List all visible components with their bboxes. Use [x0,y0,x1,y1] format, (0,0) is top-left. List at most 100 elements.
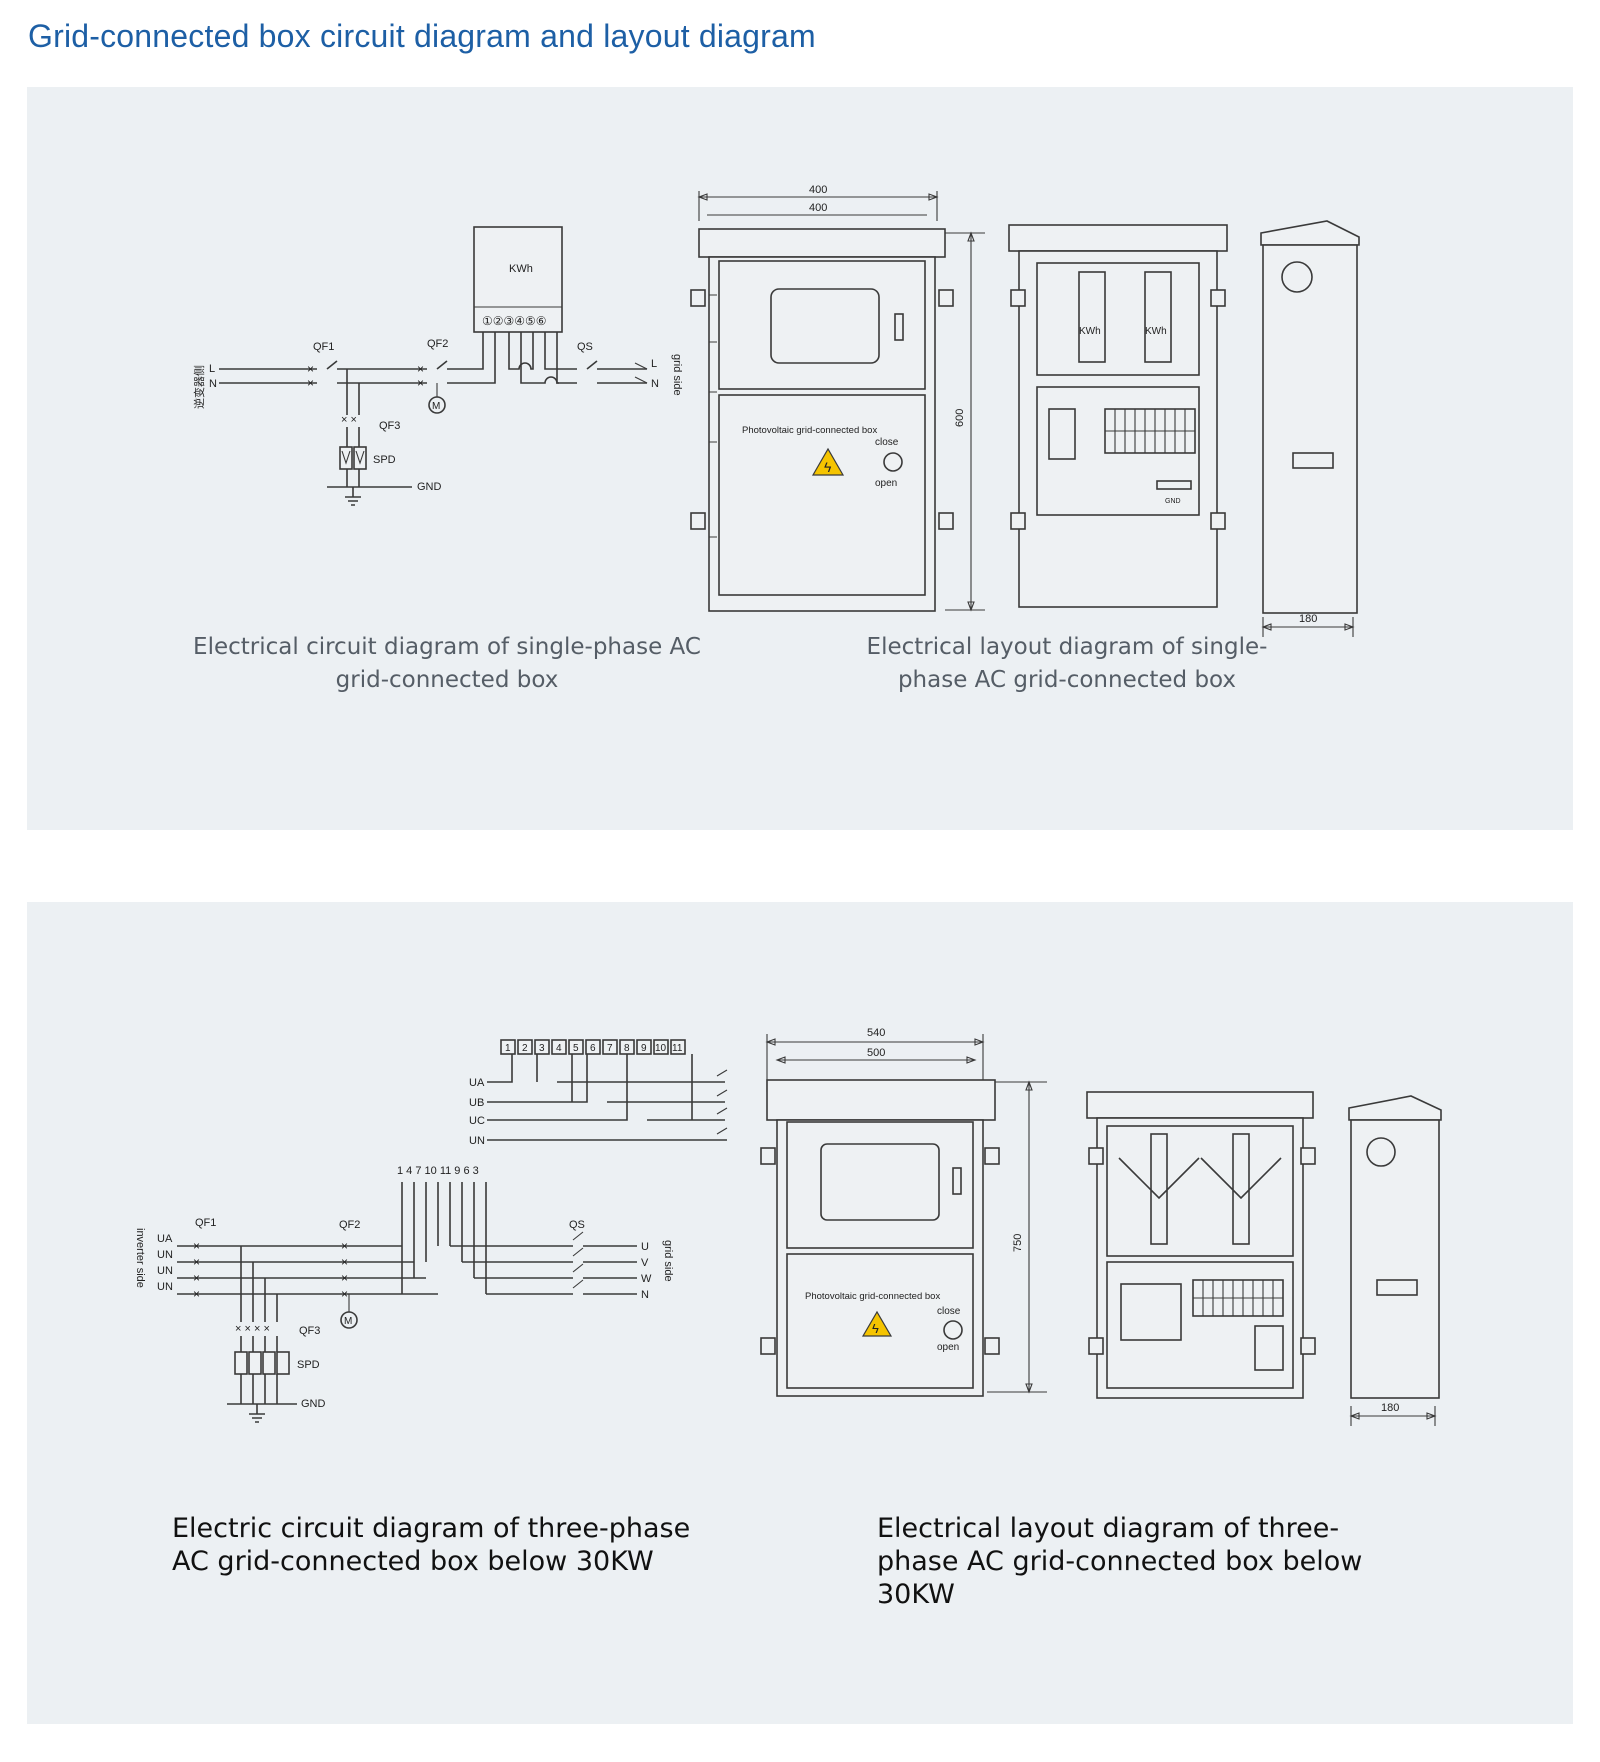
side-body [1262,244,1358,614]
spd-module-2 [353,446,367,470]
svg-text:×: × [417,362,424,376]
spd-label: SPD [373,454,396,466]
page-title: Grid-connected box circuit diagram and l… [28,18,816,54]
motor-icon [340,1311,358,1329]
single-phase-circuit-diagram: KWh ①②③④⑤⑥ 逆变器侧 L N × × × × QF1 QF2 QS L… [192,226,683,506]
side-roof [1260,220,1360,246]
left-line-l: L [209,363,215,375]
meter-1-label: KWh [1079,326,1101,337]
warning-icon [811,447,845,476]
motor-icon [428,396,446,414]
right-line-l: L [651,358,657,370]
spd-module [262,1351,276,1375]
un-label: UN [469,1135,485,1147]
uc-label: UC [469,1115,485,1127]
side-handle [1292,452,1334,469]
terminal-box [636,1039,652,1055]
spd-module-1 [339,446,353,470]
mount-ear [1088,1147,1104,1165]
meter-1 [1150,1133,1168,1245]
inverter-side-label: 逆变器侧 [192,365,206,409]
mount-ear [1210,289,1226,307]
svg-text:×: × [193,1271,200,1285]
qf3-label: QF3 [379,420,400,432]
three-phase-layout-caption: Electrical layout diagram of three-phase… [877,1513,1363,1610]
meter-terminals: ①②③④⑤⑥ [482,314,547,328]
svg-text:×: × [193,1239,200,1253]
svg-text:×: × [417,376,424,390]
height-dim: 750 [1012,1234,1024,1252]
svg-text:ϟ: ϟ [872,1321,879,1336]
terminal-number: 9 [641,1043,647,1054]
mount-ear [984,1337,1000,1355]
left-phase-2: UN [157,1249,173,1261]
inner-width-dim: 400 [809,202,827,214]
terminal-box [602,1039,618,1055]
internal-roof [1086,1091,1314,1119]
inner-width-dim: 500 [867,1047,885,1059]
ua-label: UA [469,1077,485,1089]
single-phase-panel: KWh ①②③④⑤⑥ 逆变器侧 L N × × × × QF1 QF2 QS L… [27,87,1573,830]
terminal-number: 5 [573,1043,579,1054]
meter-window [770,288,880,364]
qf1-label: QF1 [313,341,334,353]
motor-label: M [432,401,440,412]
spd-label: SPD [297,1359,320,1371]
spd-block [1254,1325,1284,1371]
single-phase-layout-caption: Electrical layout diagram of single-phas… [866,634,1268,693]
gnd-label: GND [301,1398,326,1410]
breaker-qf [1048,408,1076,460]
ub-label: UB [469,1097,484,1109]
switch-open-label: open [875,478,897,489]
svg-text:× ×: × × [341,414,357,426]
terminal-box [517,1039,533,1055]
mount-ear [1300,1147,1316,1165]
svg-text:×: × [341,1255,348,1269]
mount-ear [760,1147,776,1165]
terminal-number: 4 [556,1043,562,1054]
qs-label: QS [569,1219,585,1231]
lower-door [718,394,926,596]
terminal-number: 10 [655,1043,667,1054]
svg-text:×: × [307,362,314,376]
svg-text:× × × ×: × × × × [235,1323,270,1335]
svg-text:×: × [307,376,314,390]
right-phase-3: W [641,1273,652,1285]
terminal-number: 6 [590,1043,596,1054]
depth-dim: 180 [1299,613,1317,625]
front-roof [766,1079,996,1121]
meter-2-label: KWh [1145,326,1167,337]
front-roof [698,228,946,258]
terminal-box [568,1039,584,1055]
terminal-number: 8 [624,1043,630,1054]
svg-text:×: × [341,1287,348,1301]
switch-close-label: close [937,1306,961,1317]
motor-label: M [344,1316,352,1327]
right-phase-2: V [641,1257,649,1269]
grid-side-label: grid side [662,1240,674,1282]
side-roof [1348,1095,1442,1121]
door-label: Photovoltaic grid-connected box [805,1291,940,1302]
switch-open-label: open [937,1342,959,1353]
terminal-number: 11 [672,1043,683,1054]
svg-text:×: × [193,1255,200,1269]
spd-module [276,1351,290,1375]
mount-ear [984,1147,1000,1165]
internal-roof [1008,224,1228,252]
rotary-switch-icon [943,1320,963,1340]
door-lock [894,313,904,341]
single-phase-layout-diagram: 400 400 600 Photovoltaic grid-connected … [690,184,1360,637]
side-body [1350,1119,1440,1399]
mount-ear [1088,1337,1104,1355]
terminal-box [585,1039,601,1055]
left-phase-1: UA [157,1233,173,1245]
three-phase-circuit-caption: Electric circuit diagram of three-phase … [172,1513,691,1577]
terminal-box [551,1039,567,1055]
terminal-number: 3 [539,1043,545,1054]
door-lock [952,1167,962,1195]
mount-ear [690,512,706,530]
mount-ear [1300,1337,1316,1355]
qf2-label: QF2 [339,1219,360,1231]
